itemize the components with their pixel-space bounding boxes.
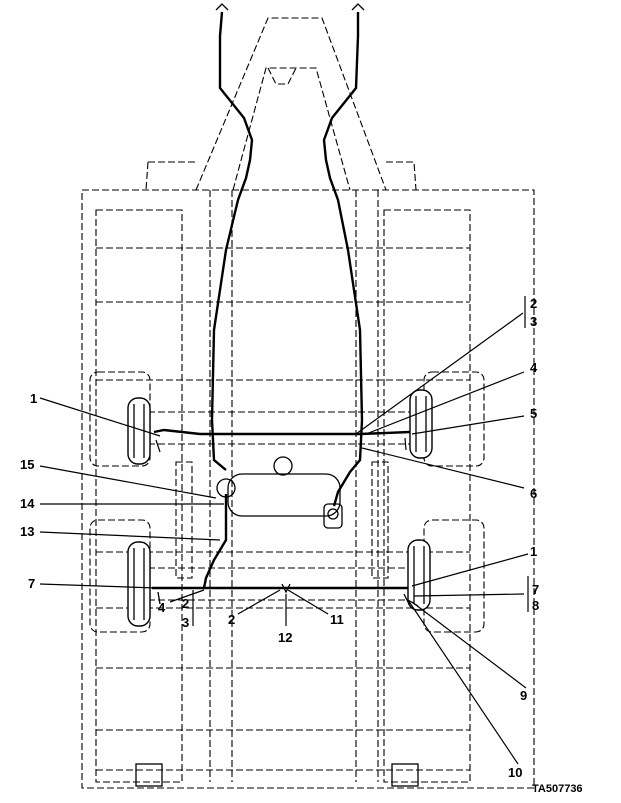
- rear-left-brake-drum: [127, 541, 151, 627]
- callout-1-front: 1: [30, 391, 37, 406]
- callout-14: 14: [20, 496, 35, 511]
- callout-5: 5: [530, 406, 537, 421]
- callout-7-rear-left: 7: [28, 576, 35, 591]
- callout-labels: 1 2 3 4 5 6 15 14 13 7 4 2 3 2 12 11 1 7…: [20, 296, 539, 780]
- callout-1-rear: 1: [530, 544, 537, 559]
- figure-id: TA507736: [532, 783, 583, 795]
- callout-11: 11: [330, 612, 344, 627]
- callout-3-front: 3: [530, 314, 537, 329]
- callout-2-front: 2: [530, 296, 537, 311]
- callout-10: 10: [508, 765, 522, 780]
- callout-2-rear-center: 2: [228, 612, 235, 627]
- callout-13: 13: [20, 524, 34, 539]
- callout-6: 6: [530, 486, 537, 501]
- trailer-frame: [81, 17, 535, 789]
- callout-12: 12: [278, 630, 292, 645]
- air-reservoir: [216, 456, 343, 529]
- callout-3-rear-left: 3: [182, 615, 189, 630]
- callout-9: 9: [520, 688, 527, 703]
- front-left-brake-drum: [127, 397, 151, 465]
- callout-4-front: 4: [530, 360, 538, 375]
- callout-2-rear-left: 2: [182, 596, 189, 611]
- callout-7-rear-right: 7: [532, 582, 539, 597]
- callout-8: 8: [532, 598, 539, 613]
- front-right-brake-drum: [409, 389, 433, 459]
- callout-4-rear: 4: [158, 600, 166, 615]
- rear-right-brake-drum: [407, 539, 431, 611]
- leader-lines: [39, 296, 529, 765]
- callout-15: 15: [20, 457, 34, 472]
